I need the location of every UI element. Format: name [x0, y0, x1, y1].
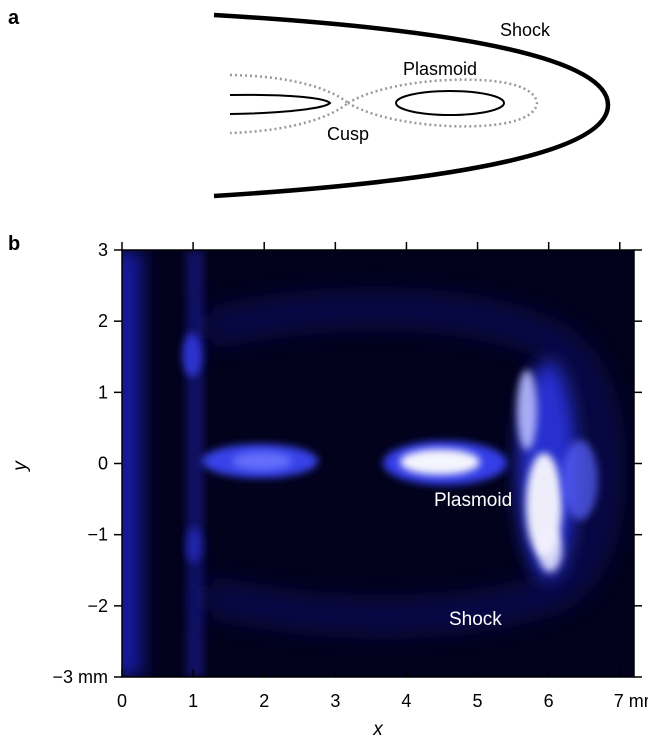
y-axis-label: y [10, 460, 31, 473]
schematic-label-plasmoid: Plasmoid [403, 59, 477, 79]
x-tick-label: 1 [188, 691, 198, 711]
band-hotspot-lower [186, 527, 202, 563]
plasmoid-blob-core [400, 449, 480, 475]
x-axis: 0 1 2 3 4 5 6 7 mm [117, 242, 648, 711]
vertical-band-x1 [186, 250, 204, 677]
y-tick-label: −2 [87, 596, 108, 616]
y-tick-label: 2 [98, 311, 108, 331]
shock-front-upper [517, 370, 537, 450]
shock-shell-arc [201, 296, 618, 630]
schematic-label-shock: Shock [500, 20, 551, 40]
x-tick-label: 6 [544, 691, 554, 711]
x-axis-label: x [372, 719, 384, 739]
y-axis: 3 2 1 0 −1 −2 −3 mm [52, 240, 642, 687]
y-tick-label: 0 [98, 454, 108, 474]
x-tick-label: 5 [473, 691, 483, 711]
schematic-shock-curve [213, 12, 611, 199]
schematic-separatrix-right [347, 78, 539, 128]
x-tick-label: 3 [330, 691, 340, 711]
panel-a-letter: a [8, 7, 20, 29]
x-tick-label: 7 mm [614, 691, 648, 711]
shock-front-right [562, 440, 598, 520]
y-tick-label: 3 [98, 240, 108, 260]
schematic-plasmoid-ellipse [395, 90, 505, 116]
x-tick-label: 2 [259, 691, 269, 711]
schematic-cusp-loop [229, 93, 332, 115]
schematic-label-cusp: Cusp [327, 124, 369, 144]
emission-image [122, 250, 634, 677]
x-tick-label: 4 [401, 691, 411, 711]
y-tick-label: −3 mm [52, 667, 108, 687]
x-tick-label: 0 [117, 691, 127, 711]
y-tick-label: −1 [87, 525, 108, 545]
panel-a: a Shock Plasmoid Cusp [8, 7, 611, 199]
y-tick-label: 1 [98, 382, 108, 402]
image-label-plasmoid: Plasmoid [434, 490, 512, 511]
band-hotspot-upper [182, 333, 202, 377]
left-edge-glow [122, 250, 142, 677]
image-label-shock: Shock [449, 609, 502, 630]
panel-b-letter: b [8, 233, 20, 255]
panel-b: b 0 1 2 3 4 5 6 7 mm [8, 233, 648, 739]
shock-front-tail [538, 528, 562, 572]
cusp-blob-core [232, 452, 292, 470]
